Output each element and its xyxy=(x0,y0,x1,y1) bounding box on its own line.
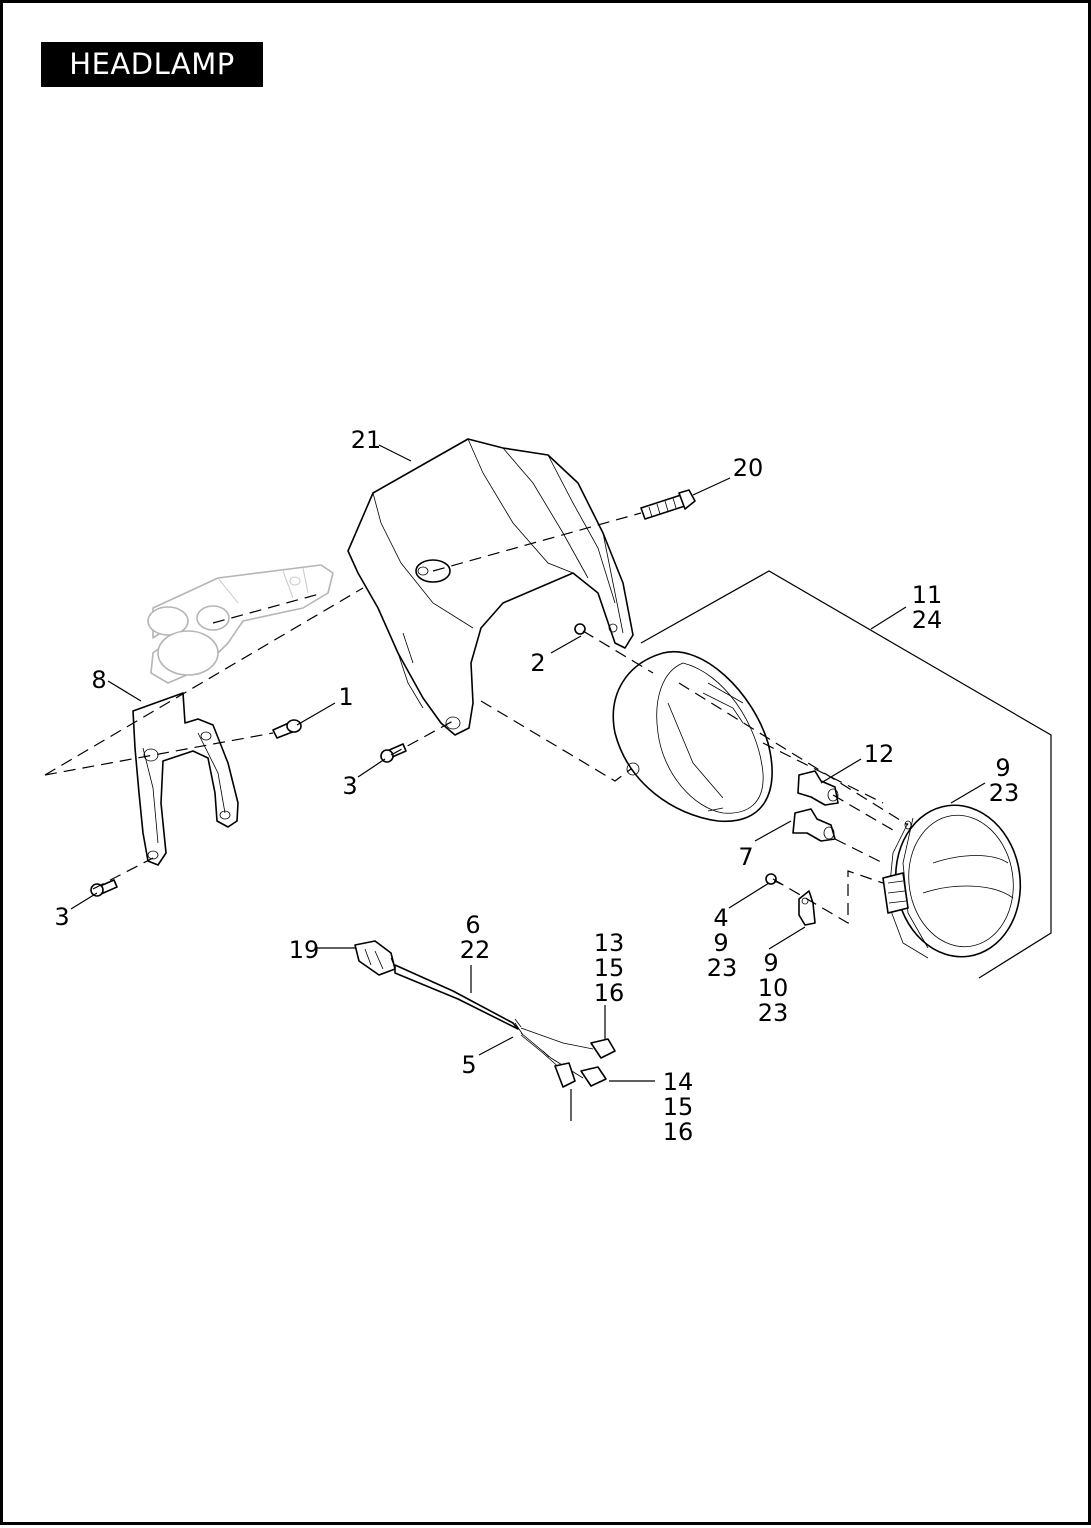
headlamp-lens xyxy=(882,804,1022,959)
fork-clamp-ghost xyxy=(147,564,334,684)
screw-3-lower xyxy=(90,879,118,897)
mounting-clip xyxy=(798,890,816,926)
callout-12: 12 xyxy=(864,740,895,768)
leader-lines xyxy=(70,444,986,1121)
bolt-19 xyxy=(640,489,696,520)
callout-19: 20 xyxy=(733,454,764,482)
screw-1 xyxy=(272,719,302,739)
callout-3-upper: 3 xyxy=(342,772,357,800)
callout-17: 19 xyxy=(289,936,320,964)
callout-1: 1 xyxy=(338,683,353,711)
callout-7: 7 xyxy=(738,843,753,871)
callout-2: 2 xyxy=(530,649,545,677)
callout-5: 5 xyxy=(461,1051,476,1079)
wiring-harness xyxy=(354,940,616,1088)
bulb-7 xyxy=(792,808,836,842)
screw-4 xyxy=(765,873,784,886)
callout-3-lower: 3 xyxy=(54,903,69,931)
headlamp-housing xyxy=(612,650,773,823)
alignment-lines xyxy=(44,512,909,925)
callout-20: 21 xyxy=(351,426,382,454)
headlamp-bracket xyxy=(132,692,239,866)
bulb-12 xyxy=(797,770,839,806)
page-title: HEADLAMP xyxy=(41,42,263,87)
callout-8: 8 xyxy=(91,666,106,694)
headlamp-nacelle xyxy=(347,438,634,736)
assembly-bracket-lines xyxy=(640,570,1052,979)
